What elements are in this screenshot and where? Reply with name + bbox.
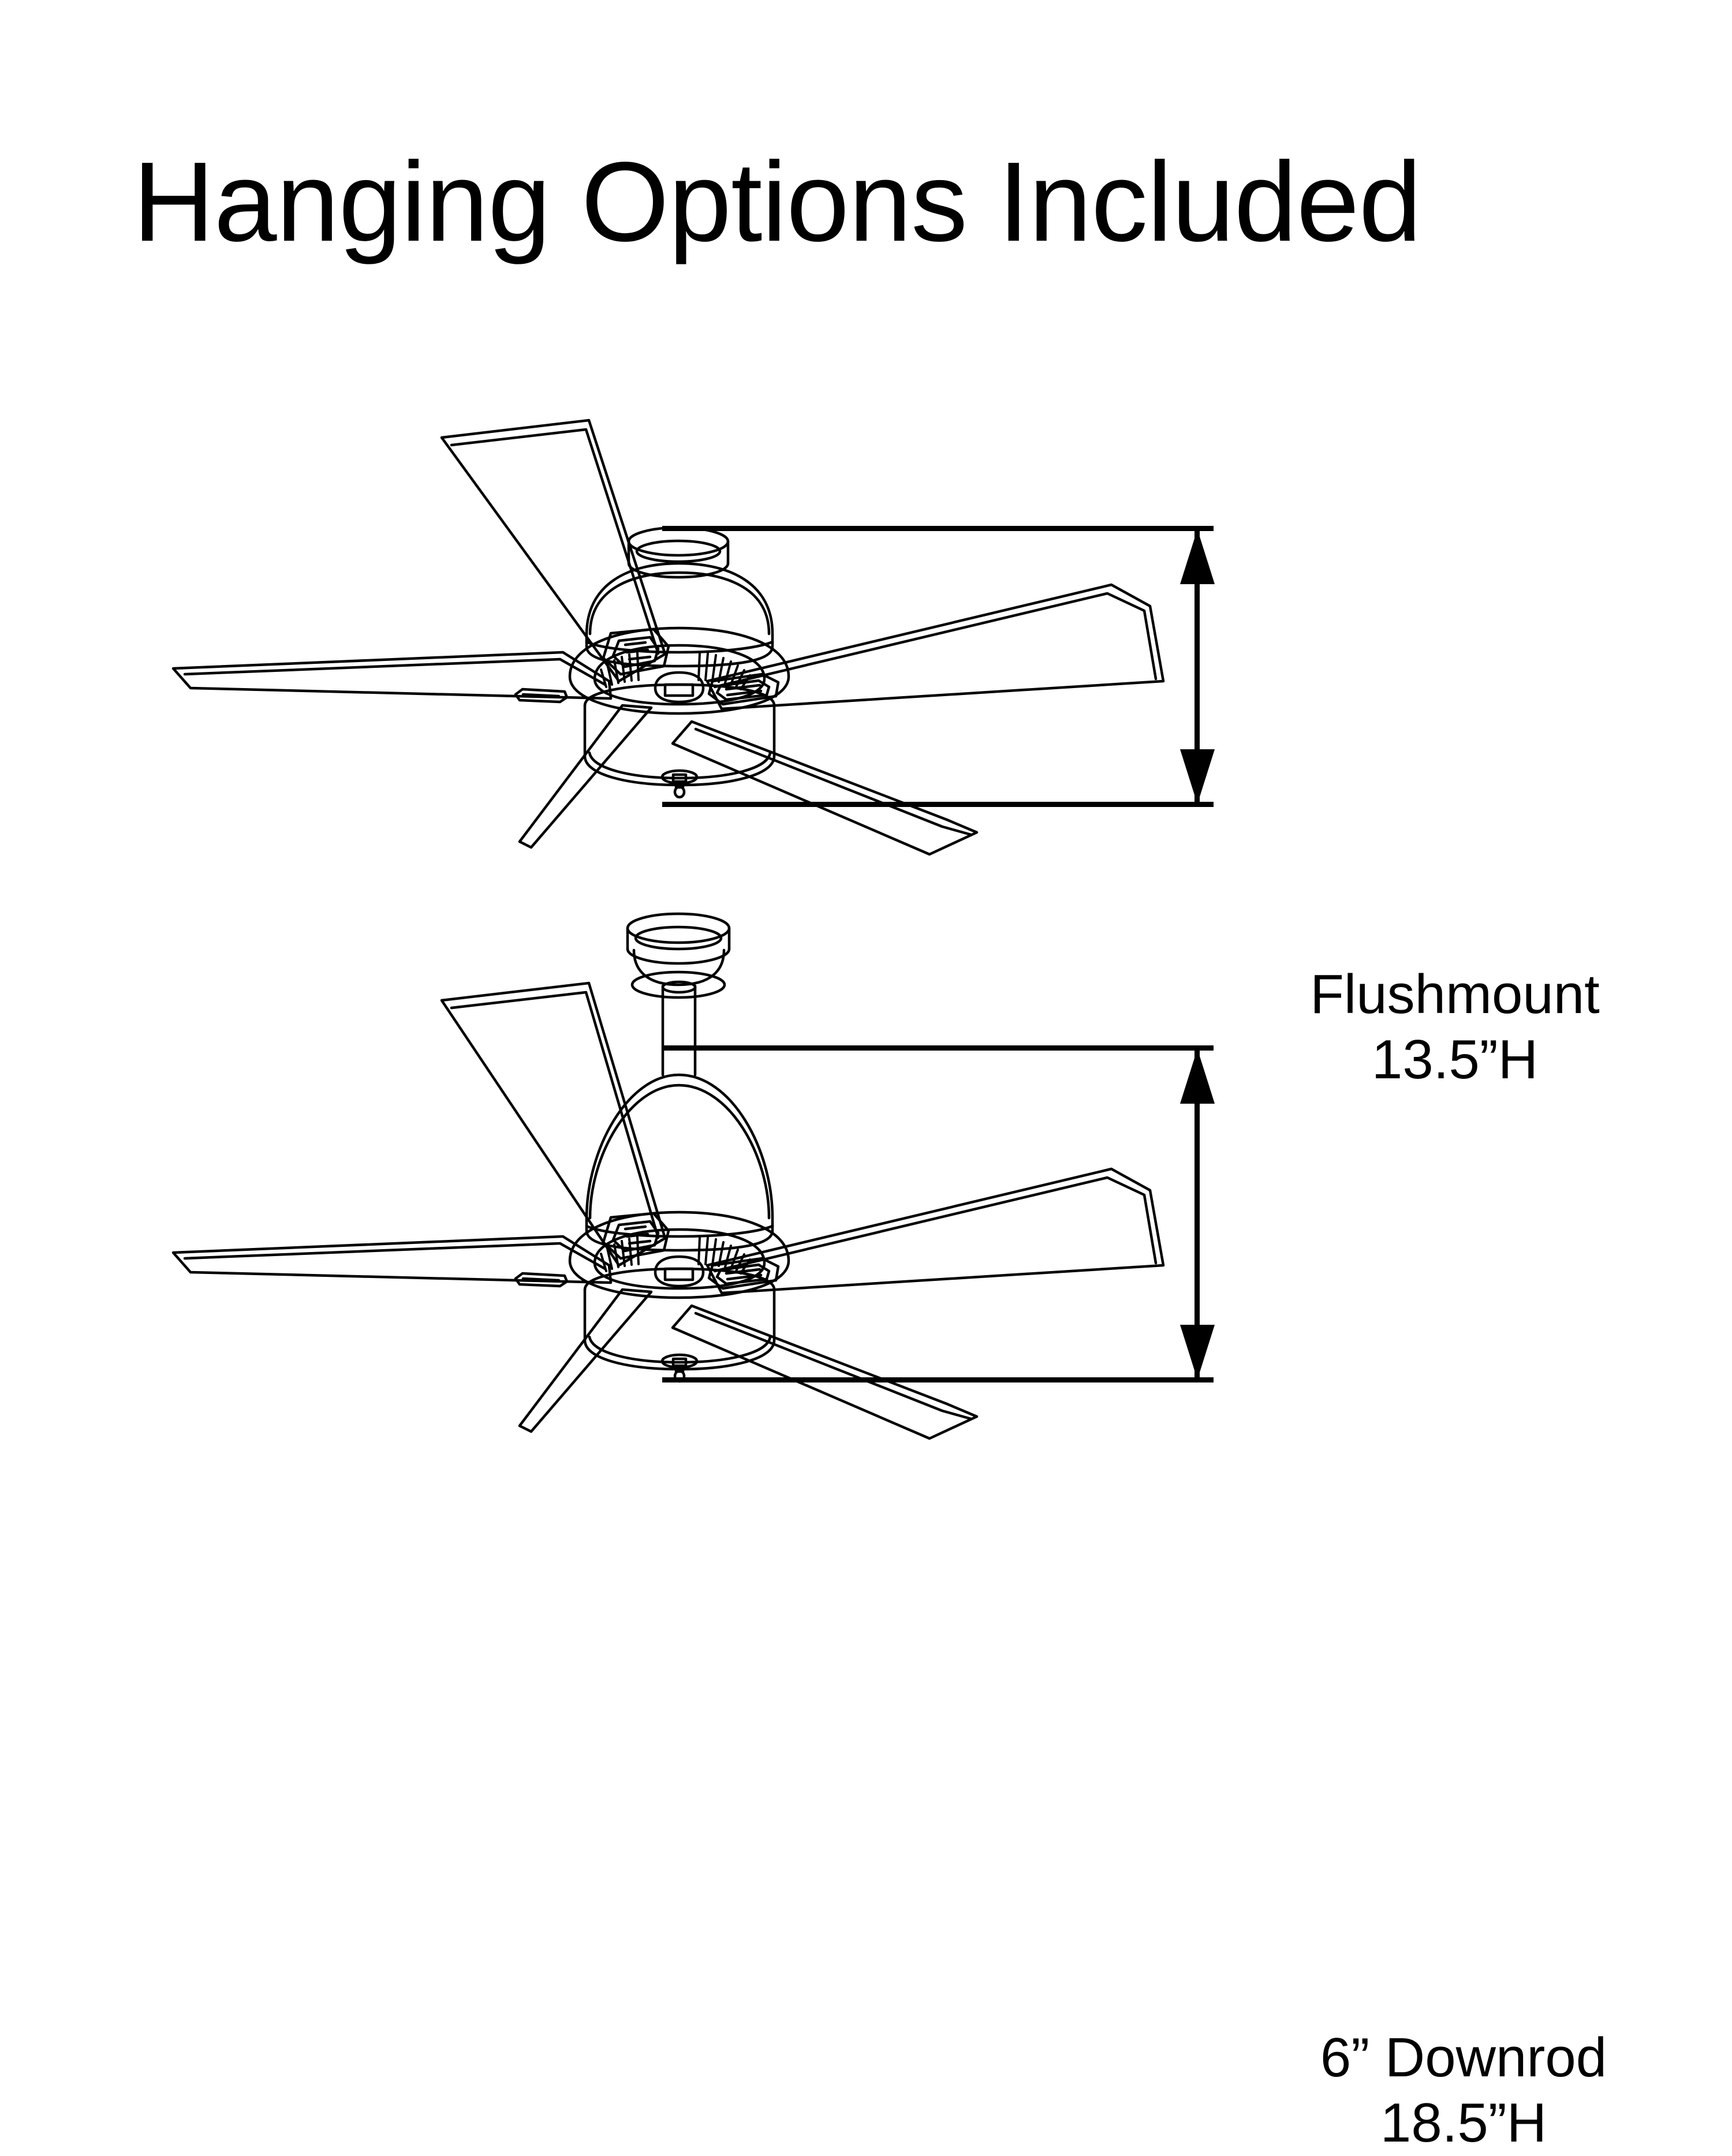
dimension-bottom-extension-line [662,1377,1214,1382]
dimension-top-extension-line [662,1045,1214,1051]
fan-blade-right-lower [671,1304,979,1440]
fan-blade-right-lower [671,720,979,856]
fan-blade-right-upper [706,1167,1165,1295]
dimension-bottom-extension-line [662,802,1214,807]
light-kit-drum-shade [583,1267,776,1371]
page-title: Hanging Options Included [133,139,1422,265]
diagram-flushmount: Flushmount 13.5”H [0,358,1732,1090]
diagram-downrod: 6” Downrod 18.5”H [0,877,1732,2154]
fan-blade-upper-left [440,981,667,1267]
dimension-arrow-vertical [1180,1049,1215,1380]
light-kit-drum-shade [583,683,776,787]
page-root: Hanging Options Included [0,139,1732,2154]
dimension-top-extension-line [662,526,1214,531]
fan-blade-right-upper [706,583,1165,711]
fan-blade-lower-left [518,704,653,849]
ceiling-fan-flushmount-illustration [171,419,1215,856]
pull-chain-finial [660,769,699,799]
fan-blade-left [171,1235,613,1288]
dimension-label-flushmount-line2: 13.5”H [1371,1029,1539,1091]
dimension-label-downrod-line1: 6” Downrod [1320,2027,1607,2088]
fan-downrod [661,980,697,1077]
fan-blade-lower-left [518,1288,653,1433]
ceiling-fan-downrod-illustration [171,912,1215,1440]
dimension-label-flushmount-line1: Flushmount [1310,963,1600,1025]
fan-blade-left [171,651,613,704]
fan-canopy [626,912,731,999]
dimension-label-flushmount: Flushmount 13.5”H [1235,962,1674,1093]
fan-blade-upper-left [440,419,667,683]
dimension-label-downrod: 6” Downrod 18.5”H [1235,2025,1692,2156]
dimension-arrow-vertical [1180,529,1215,804]
fan-canopy [627,526,730,579]
fan-motor-housing [585,1073,774,1252]
dimension-label-downrod-line2: 18.5”H [1380,2092,1547,2154]
